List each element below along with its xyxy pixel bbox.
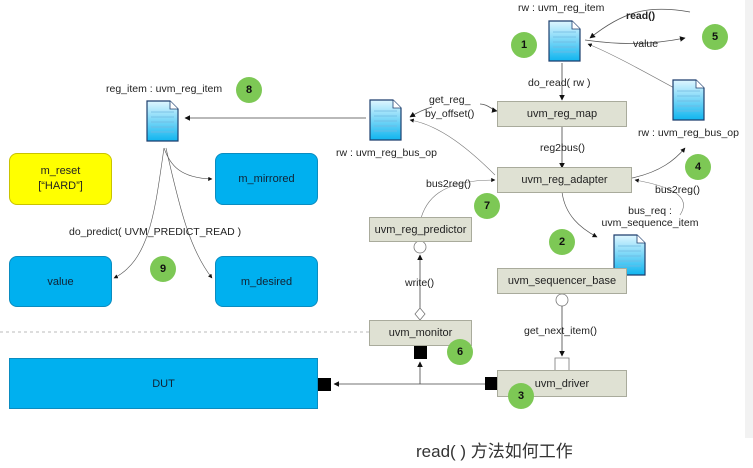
bus2reg-right-label: bus2reg() [655,184,700,196]
driver-seq-item-port [554,357,570,370]
get-next-item-label: get_next_item() [524,325,597,337]
busop-to-regitem-arrow [587,43,679,91]
rw-reg-item-label: rw : uvm_reg_item [518,2,605,14]
uvm-reg-adapter-box: uvm_reg_adapter [497,167,632,193]
get-reg-by-offset-arrow-right [479,103,498,113]
reg-item-to-value-arrow [113,147,165,279]
adapter-to-busop-arrow [409,118,496,176]
step-badge-4: 4 [685,154,711,180]
m-reset-label: m_reset [40,165,81,177]
bus-op-left-document-icon [369,99,402,141]
value-return-label: value [633,38,659,50]
bus-op-right-document-icon [672,79,705,121]
predictor-export-port [413,240,427,254]
reg-item-label: reg_item : uvm_reg_item [106,83,223,95]
read-arrow [589,8,691,39]
rw-reg-item-document-icon [548,20,581,62]
page-edge [745,0,753,468]
dut-box: DUT [9,358,318,409]
bus-req-label-line2: uvm_sequence_item [601,217,699,229]
reg-item-to-desired-arrow [165,147,213,279]
uvm-sequencer-base-box: uvm_sequencer_base [497,268,627,294]
reg-item-document-icon [146,100,179,142]
driver-port [485,377,498,390]
step-badge-8: 8 [236,77,262,103]
do-predict-label: do_predict( UVM_PREDICT_READ ) [69,226,242,238]
get-reg-by-offset-label: get_reg_ by_offset() [425,93,474,121]
step-badge-9: 9 [150,256,176,282]
value-arrow [584,36,686,44]
bus-op-right-label: rw : uvm_reg_bus_op [638,127,739,139]
monitor-port [414,346,427,359]
reg2bus-label: reg2bus() [540,142,585,154]
bus2reg-right-arrow [634,178,684,216]
step-badge-5: 5 [702,24,728,50]
m-desired-box: m_desired [215,256,318,307]
bus-req-label: bus_req : uvm_sequence_item [600,205,700,229]
bus2reg-predictor-arrow [419,177,496,223]
m-reset-box: m_reset [“HARD”] [9,153,112,205]
reg-item-to-mirrored-arrow [163,147,213,181]
uvm-reg-map-box: uvm_reg_map [497,101,627,127]
adapter-to-bus-req-arrow [561,191,598,238]
dut-port [318,378,331,391]
get-reg-by-offset-line2: by_offset() [425,108,475,120]
uvm-reg-predictor-box: uvm_reg_predictor [369,217,472,242]
read-call-label: read() [626,10,656,22]
get-reg-by-offset-arrow-left [409,106,433,118]
step-badge-6: 6 [447,339,473,365]
footer [0,438,753,468]
bus2reg-left-label: bus2reg() [426,178,471,190]
monitor-analysis-port [414,307,426,321]
bus-req-label-line1: bus_req : [628,205,672,217]
step-badge-7: 7 [474,193,500,219]
adapter-to-busop-right-arrow [631,147,686,179]
sequencer-export-port [555,293,569,307]
diagram-caption: read( ) 方法如何工作 [416,442,573,461]
step-badge-2: 2 [549,229,575,255]
get-reg-by-offset-line1: get_reg_ [428,94,471,106]
m-reset-kind: [“HARD”] [38,180,83,192]
m-mirrored-box: m_mirrored [215,153,318,205]
step-badge-1: 1 [511,32,537,58]
bus-op-left-label: rw : uvm_reg_bus_op [336,147,437,159]
value-box: value [9,256,112,307]
write-label: write() [405,277,435,289]
do-read-label: do_read( rw ) [528,77,591,89]
step-badge-3: 3 [508,383,534,409]
